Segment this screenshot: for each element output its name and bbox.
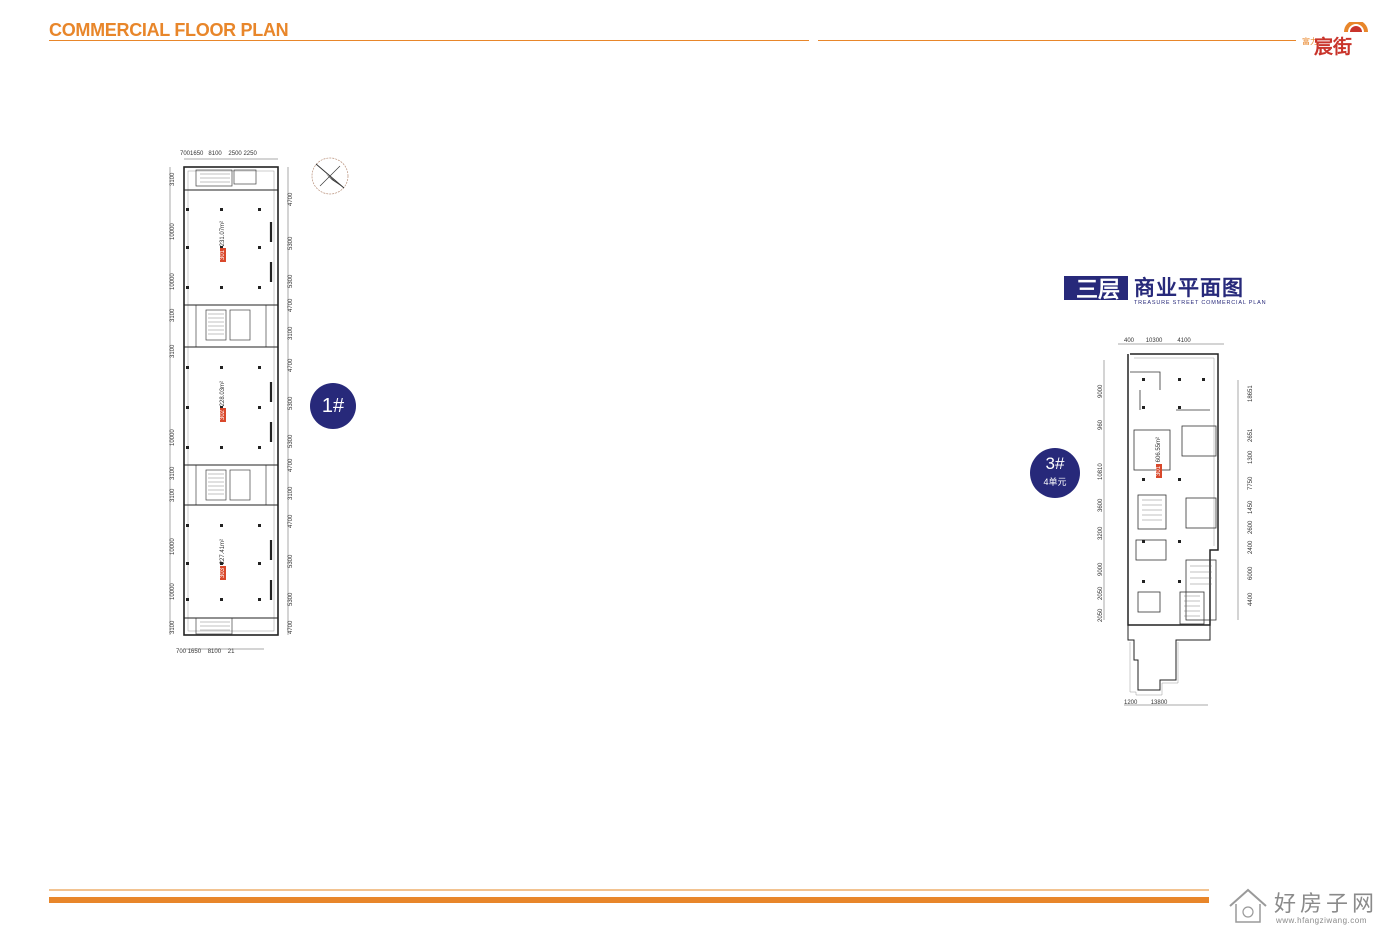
b3-left-dim: 3200 [1098, 526, 1104, 540]
b3-right-dim: 2600 [1248, 520, 1254, 534]
building-3-number: 3# [1045, 454, 1065, 473]
building-3-marker[interactable]: 3# 4单元 [1030, 448, 1080, 498]
b1-right-dim: 4700 [288, 192, 294, 206]
house-icon [1229, 888, 1267, 923]
brand-logo: 富力 宸街 [1298, 22, 1368, 58]
logo-small-text: 富力 [1302, 37, 1318, 46]
unit-label: 303 227.41m² [220, 538, 226, 580]
b1-right-dim: 5300 [288, 592, 294, 606]
header-rule-right [818, 40, 1296, 41]
b1-left-dim: 10000 [170, 583, 176, 600]
compass-icon [311, 157, 349, 195]
b1-right-dim: 3100 [288, 326, 294, 340]
b3-top-dims: 400 10300 4100 [1124, 338, 1191, 344]
plan-title-cn: 商业平面图 [1134, 277, 1244, 300]
b1-left-dim: 10000 [170, 429, 176, 446]
b1-right-dim: 5300 [288, 274, 294, 288]
plan-title-en: TREASURE STREET COMMERCIAL PLAN [1134, 300, 1267, 306]
b3-left-dim: 3600 [1098, 498, 1104, 512]
building-1-plan: 7001650 8100 2500 2250 700 1650 8100 21 … [160, 150, 360, 660]
b1-right-dim: 3100 [288, 486, 294, 500]
b1-left-dim: 3100 [170, 620, 176, 634]
b3-left-dim: 960 [1098, 419, 1104, 430]
b3-right-dim: 7750 [1248, 476, 1254, 490]
unit-label: 301 606.55m² [1156, 436, 1162, 478]
b1-left-dim: 3100 [170, 344, 176, 358]
b3-left-dim: 9000 [1098, 562, 1104, 576]
b3-left-dim: 9000 [1098, 384, 1104, 398]
b3-left-dim: 2050 [1098, 586, 1104, 600]
b1-right-dim: 4700 [288, 458, 294, 472]
b3-right-dim: 6000 [1248, 566, 1254, 580]
floor-level-label: 三层 [1076, 277, 1121, 302]
footer-rule-thick [49, 897, 1209, 903]
watermark-text: 好房子网 [1274, 892, 1379, 917]
building-3-drawing [1103, 343, 1239, 706]
floor-plan-heading: 三层 商业平面图 TREASURE STREET COMMERCIAL PLAN [1064, 270, 1267, 310]
b1-right-dim: 5300 [288, 434, 294, 448]
b1-right-dim: 4700 [288, 358, 294, 372]
unit-label: 301 231.07m² [220, 220, 226, 262]
b3-bottom-dims: 1200 13800 [1124, 700, 1168, 706]
b3-right-dim: 18651 [1248, 385, 1254, 402]
b1-right-dim: 5300 [288, 236, 294, 250]
watermark-url: www.hfangziwang.com [1276, 916, 1367, 925]
b3-right-dim: 4400 [1248, 592, 1254, 606]
b3-right-dim: 2651 [1248, 428, 1254, 442]
b3-right-dim: 2400 [1248, 540, 1254, 554]
b3-right-dim: 1450 [1248, 500, 1254, 514]
b1-right-dim: 5300 [288, 396, 294, 410]
b1-bottom-dims: 700 1650 8100 21 [176, 649, 235, 655]
b1-right-dim: 5300 [288, 554, 294, 568]
b3-right-dim: 1300 [1248, 450, 1254, 464]
b1-left-dim: 3100 [170, 308, 176, 322]
b1-left-dim: 3100 [170, 466, 176, 480]
b1-left-dim: 10000 [170, 538, 176, 555]
building-3-plan: 400 10300 4100 1200 13800 9000 960 10810… [1090, 330, 1270, 715]
header-rule-left [49, 40, 809, 41]
b1-left-dim: 3100 [170, 172, 176, 186]
logo-big-text: 宸街 [1314, 36, 1353, 58]
unit-label: 302 228.03m² [220, 380, 226, 422]
page-title: COMMERCIAL FLOOR PLAN [49, 20, 289, 40]
b1-top-dims: 7001650 8100 2500 2250 [180, 151, 257, 157]
b1-left-dim: 10000 [170, 223, 176, 240]
b1-right-dim: 4700 [288, 298, 294, 312]
watermark: 好房子网 www.hfangziwang.com [1222, 880, 1392, 930]
sun-icon [1344, 22, 1368, 33]
b1-left-dim: 10000 [170, 273, 176, 290]
building-1-drawing [169, 157, 349, 650]
b3-left-dim: 2050 [1098, 608, 1104, 622]
b1-right-dim: 4700 [288, 514, 294, 528]
b1-right-dim: 4700 [288, 620, 294, 634]
b1-left-dim: 3100 [170, 488, 176, 502]
building-3-unit: 4单元 [1043, 477, 1067, 487]
b3-left-dim: 10810 [1098, 463, 1104, 480]
footer-rule-thin [49, 889, 1209, 891]
building-1-marker[interactable]: 1# [310, 383, 356, 429]
